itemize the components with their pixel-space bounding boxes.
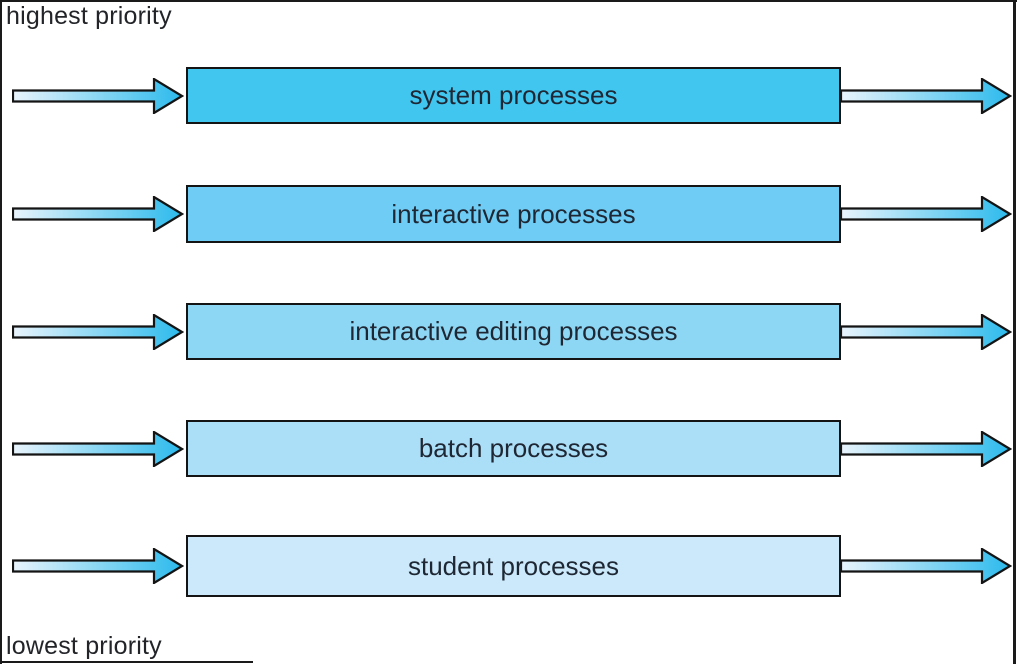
flow-in-arrow-icon [12, 430, 184, 467]
figure-border-bottom [0, 661, 253, 663]
queue-label: interactive processes [391, 198, 636, 229]
flow-out-arrow-icon [840, 77, 1012, 114]
queue-row: batch processes [0, 420, 1017, 477]
figure-border-right [1013, 0, 1016, 664]
queue-row: system processes [0, 67, 1017, 124]
queue-label: batch processes [418, 433, 609, 463]
flow-in-arrow-icon [12, 196, 184, 232]
queue-label: interactive editing processes [349, 316, 678, 346]
queue-label: system processes [409, 80, 618, 110]
figure-border-left [0, 0, 2, 664]
flow-in-arrow-icon [12, 77, 184, 114]
queue-box: batch processes [186, 420, 841, 477]
highest-priority-label: highest priority [6, 2, 172, 30]
figure-border-top [0, 0, 1017, 2]
queue-box: student processes [186, 535, 841, 597]
queue-row: interactive editing processes [0, 303, 1017, 360]
lowest-priority-label: lowest priority [6, 632, 162, 660]
flow-out-arrow-icon [840, 313, 1012, 350]
queue-box: interactive editing processes [186, 303, 841, 360]
flow-out-arrow-icon [840, 548, 1012, 584]
flow-in-arrow-icon [12, 548, 184, 584]
queue-box: system processes [186, 67, 841, 124]
queue-label: student processes [407, 550, 619, 581]
flow-out-arrow-icon [840, 196, 1012, 232]
queue-row: student processes [0, 535, 1017, 597]
flow-out-arrow-icon [840, 430, 1012, 467]
queue-row: interactive processes [0, 185, 1017, 243]
flow-in-arrow-icon [12, 313, 184, 350]
queue-box: interactive processes [186, 185, 841, 243]
